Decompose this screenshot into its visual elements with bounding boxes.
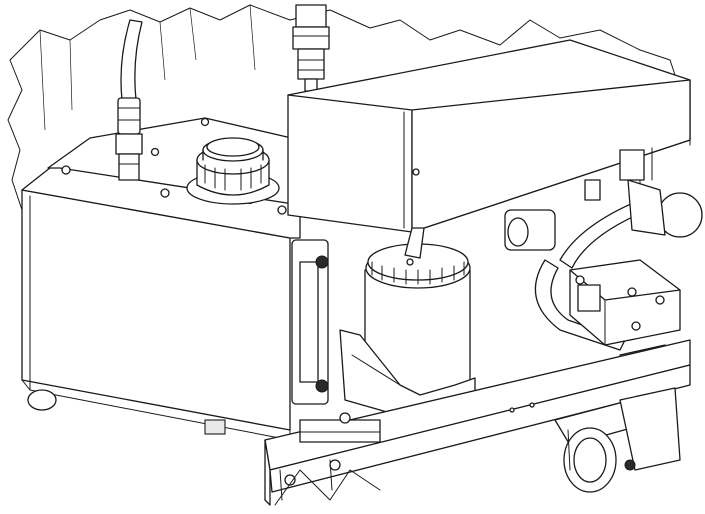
return-hose	[115, 19, 143, 181]
canister-bracket	[339, 329, 476, 421]
top-fitting	[292, 4, 330, 92]
filler-cap	[186, 137, 280, 205]
cutaway-left-edge	[7, 59, 23, 211]
cutaway-background-edge	[9, 4, 691, 146]
caster-wheel	[554, 387, 681, 493]
background-frame-lines	[39, 4, 256, 131]
hose-fittings	[504, 149, 703, 351]
control-box-cover	[287, 39, 691, 233]
support-rail	[264, 339, 691, 506]
sight-gauge	[291, 239, 329, 405]
